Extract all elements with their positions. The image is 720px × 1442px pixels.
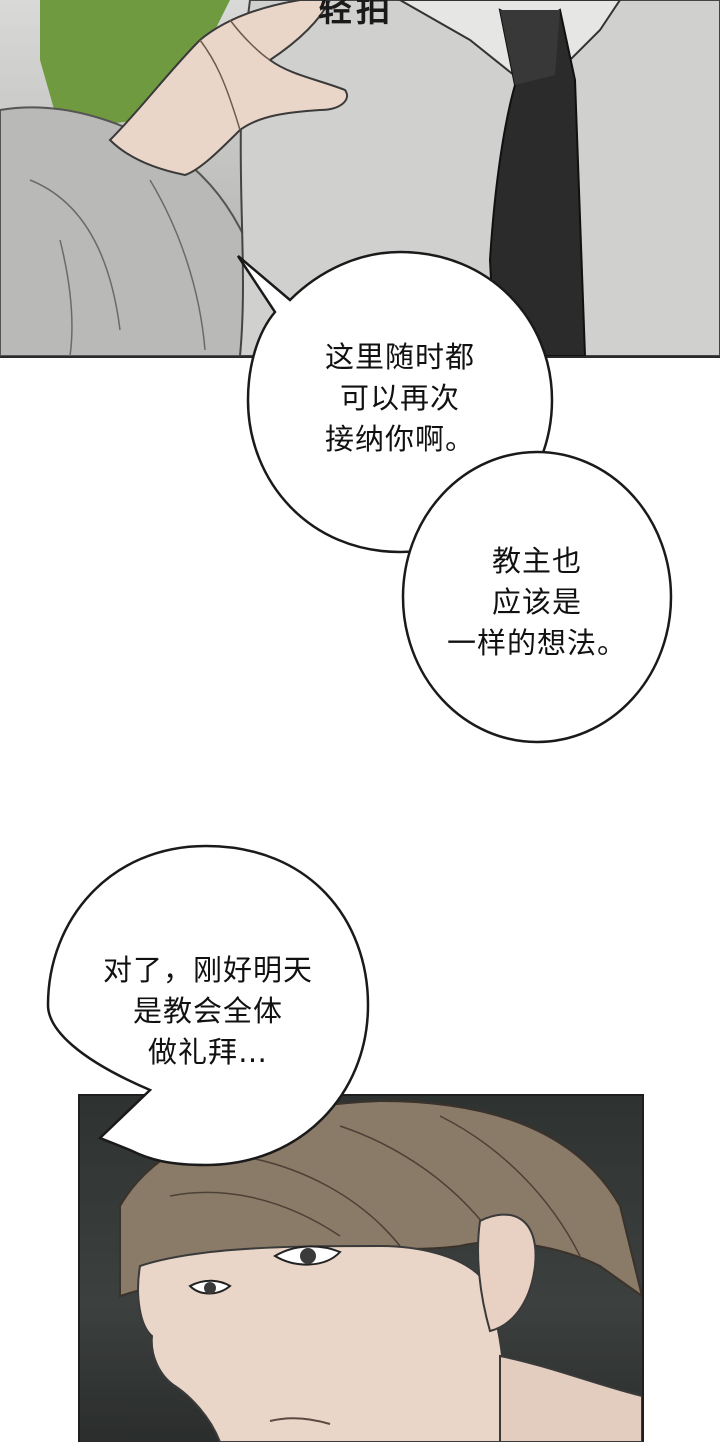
panel-shoulder-pat: 轻拍 — [0, 0, 720, 358]
bubble-2-line-2: 应该是 — [491, 585, 582, 619]
bubble-1-line-2: 可以再次 — [339, 381, 460, 415]
bubble-1-line-1: 这里随时都 — [324, 340, 475, 374]
left-eye-iris — [300, 1248, 316, 1264]
face-artwork — [119, 1099, 642, 1442]
bubble-3-line-2: 是教会全体 — [132, 994, 283, 1028]
shirt-body — [238, 0, 720, 356]
foliage-background — [40, 0, 230, 130]
right-eye-iris — [204, 1282, 216, 1294]
bubble-2-text: 教主也 应该是 一样的想法。 — [442, 541, 632, 664]
necktie-knot — [500, 10, 560, 85]
sleeve-fold-lines — [29, 179, 206, 356]
hair-strands — [169, 1115, 581, 1257]
bubble-2-line-1: 教主也 — [491, 544, 582, 578]
shoulder-pat-artwork — [0, 0, 720, 356]
bubble-2-line-3: 一样的想法。 — [446, 626, 627, 660]
ear — [477, 1213, 537, 1333]
shoulder — [499, 1354, 642, 1442]
sound-effect-text: 轻拍 — [318, 0, 394, 30]
panel-young-man-face — [78, 1094, 644, 1442]
mouth — [269, 1417, 331, 1425]
bubble-3-line-3: 做礼拜… — [147, 1035, 268, 1069]
bubble-3-line-1: 对了，刚好明天 — [102, 953, 313, 987]
face — [137, 1244, 505, 1442]
patting-hand — [108, 0, 348, 177]
bubble-3-text: 对了，刚好明天 是教会全体 做礼拜… — [78, 950, 338, 1073]
finger-lines — [199, 19, 271, 131]
bubble-1-line-3: 接纳你啊。 — [324, 422, 475, 456]
bubble-1-text: 这里随时都 可以再次 接纳你啊。 — [300, 337, 500, 460]
